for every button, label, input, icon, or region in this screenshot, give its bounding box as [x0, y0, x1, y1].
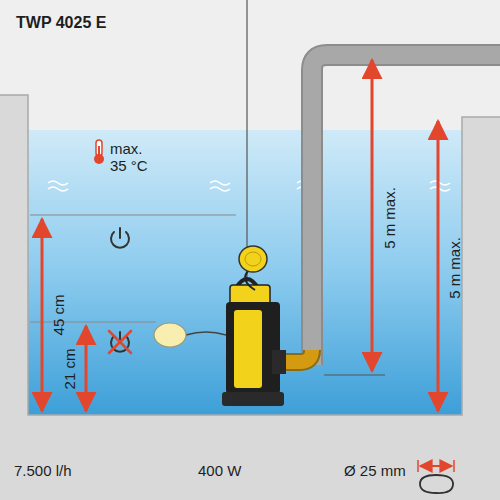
- power-off-icon: [109, 331, 131, 353]
- discharge-pipe: [282, 55, 500, 365]
- leader-line: [30, 322, 156, 323]
- flow-rate: 7.500 l/h: [14, 462, 72, 479]
- dimension-label: 5 m max.: [381, 187, 398, 249]
- product-title: TWP 4025 E: [16, 14, 106, 32]
- hose-diameter: Ø 25 mm: [344, 462, 406, 479]
- ground-bottom: [0, 415, 500, 500]
- diameter-icon: [418, 460, 454, 493]
- reference-line: [324, 375, 385, 376]
- thermometer-icon: [94, 140, 104, 164]
- temperature-note: max. 35 °C: [110, 140, 154, 175]
- pit-outline: [0, 95, 500, 415]
- pump: [222, 279, 286, 406]
- dimension-label: 45 cm: [50, 295, 67, 336]
- float-switch-off: [154, 323, 226, 347]
- leader-line: [30, 215, 236, 216]
- power-on-icon: [111, 228, 129, 248]
- power-rating: 400 W: [198, 462, 241, 479]
- dimension-label: 21 cm: [61, 349, 78, 390]
- dimension-arrows: [42, 60, 438, 411]
- power-cable: [246, 0, 247, 282]
- water: [28, 130, 462, 415]
- float-switch-on: [239, 246, 267, 290]
- dimension-label: 5 m max.: [446, 237, 463, 299]
